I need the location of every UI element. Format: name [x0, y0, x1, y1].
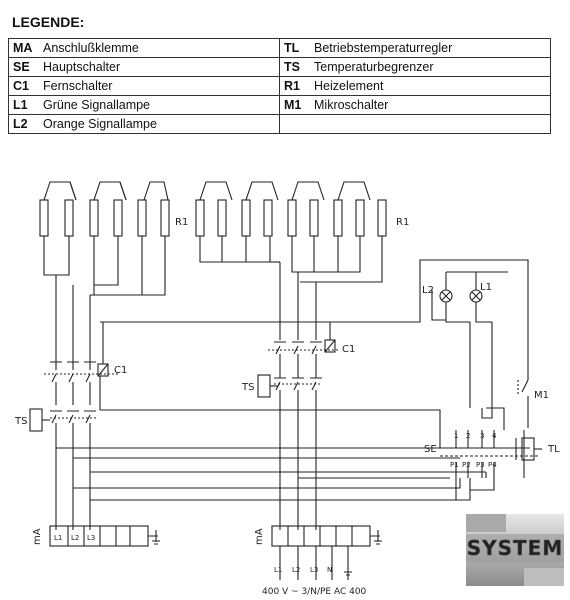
- heater-bank-left: [39, 181, 170, 360]
- legend-text: Anschlußklemme: [43, 41, 139, 55]
- main-switch-se: [439, 407, 540, 500]
- legend-cell: L2 Orange Signallampe: [8, 114, 280, 134]
- terminal-label: L3: [87, 534, 95, 542]
- legend-code: TL: [284, 41, 300, 55]
- se-pin-label: P4: [488, 461, 497, 469]
- heater-bank-right: [195, 181, 387, 340]
- legend-text: Betriebstemperaturregler: [314, 41, 453, 55]
- legend-row: L2 Orange Signallampe: [8, 114, 551, 134]
- system-logo: SYSTEM: [466, 514, 564, 586]
- legend-text: Orange Signallampe: [43, 117, 157, 131]
- legend-title: LEGENDE:: [12, 14, 85, 30]
- legend-row: C1 Fernschalter R1 Heizelement: [8, 76, 551, 96]
- legend-code: MA: [13, 41, 33, 55]
- label-m1: M1: [534, 390, 549, 401]
- legend-code: L2: [13, 117, 28, 131]
- label-c1-right: C1: [342, 344, 355, 355]
- terminal-block-left: [49, 525, 160, 547]
- label-tl: TL: [547, 444, 560, 455]
- terminal-label: L1: [54, 534, 62, 542]
- contactor-c1-right: [268, 339, 340, 378]
- label-ts-left: TS: [14, 416, 27, 427]
- legend-code: TS: [284, 60, 300, 74]
- legend-cell: TL Betriebstemperaturregler: [279, 38, 551, 58]
- se-pin-label: 3: [480, 432, 484, 440]
- legend-text: Fernschalter: [43, 79, 113, 93]
- logo-text: SYSTEM: [467, 536, 564, 560]
- contactor-c1-left: [44, 360, 120, 405]
- legend-cell: SE Hauptschalter: [8, 57, 280, 77]
- label-r1-left: R1: [175, 217, 188, 228]
- label-l2: L2: [422, 285, 434, 296]
- bus-lines: [56, 259, 529, 501]
- legend-cell-empty: [279, 114, 551, 134]
- label-se: SE: [424, 444, 437, 455]
- thermostat-tl: [515, 437, 542, 461]
- legend-code: SE: [13, 60, 30, 74]
- legend-cell: L1 Grüne Signallampe: [8, 95, 280, 115]
- terminal-label: L1: [274, 566, 282, 574]
- se-pin-label: P3: [476, 461, 485, 469]
- se-pin-label: 1: [454, 432, 458, 440]
- legend-table: MA Anschlußklemme TL Betriebstemperaturreg…: [8, 38, 551, 134]
- terminal-block-right: [271, 525, 382, 580]
- label-ma-left: mA: [32, 528, 43, 545]
- legend-code: R1: [284, 79, 300, 93]
- legend-text: Grüne Signallampe: [43, 98, 151, 112]
- terminal-label: L3: [310, 566, 318, 574]
- label-r1-right: R1: [396, 217, 409, 228]
- legend-text: Mikroschalter: [314, 98, 389, 112]
- se-pin-label: 2: [466, 432, 470, 440]
- terminal-label: L2: [71, 534, 79, 542]
- terminal-label: N: [327, 566, 332, 574]
- micro-switch-m1: [517, 365, 529, 428]
- se-pin-label: P2: [462, 461, 471, 469]
- label-l1: L1: [480, 282, 492, 293]
- legend-cell: R1 Heizelement: [279, 76, 551, 96]
- legend-cell: C1 Fernschalter: [8, 76, 280, 96]
- label-ma-right: mA: [254, 528, 265, 545]
- se-pin-label: P1: [450, 461, 459, 469]
- legend-code: C1: [13, 79, 29, 93]
- label-ts-mid: TS: [241, 382, 254, 393]
- supply-label: 400 V ~ 3/N/PE AC 400: [262, 587, 367, 597]
- label-c1-left: C1: [114, 365, 127, 376]
- legend-text: Temperaturbegrenzer: [314, 60, 434, 74]
- terminal-label: L2: [292, 566, 300, 574]
- legend-code: L1: [13, 98, 28, 112]
- legend-code: M1: [284, 98, 302, 112]
- legend-text: Hauptschalter: [43, 60, 121, 74]
- signal-lamps: [431, 271, 508, 408]
- limiter-ts-mid: [257, 374, 322, 530]
- legend-text: Heizelement: [314, 79, 384, 93]
- limiter-ts-left: [29, 408, 96, 530]
- se-pin-label: 4: [492, 432, 497, 440]
- legend-row: MA Anschlußklemme TL Betriebstemperaturreg…: [8, 38, 551, 58]
